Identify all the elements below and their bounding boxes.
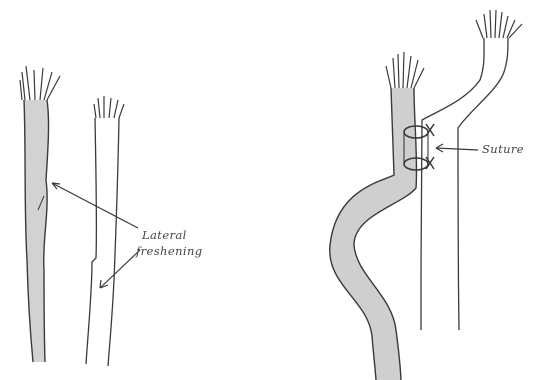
curved-tube — [330, 52, 424, 380]
thin-tube — [421, 10, 522, 330]
left-tube — [20, 66, 60, 362]
label-suture: Suture — [482, 142, 524, 156]
middle-tube — [86, 96, 124, 366]
label-lateral: Lateral — [142, 228, 187, 242]
suture-pointer-line — [436, 144, 478, 152]
label-freshening: freshening — [136, 244, 203, 258]
